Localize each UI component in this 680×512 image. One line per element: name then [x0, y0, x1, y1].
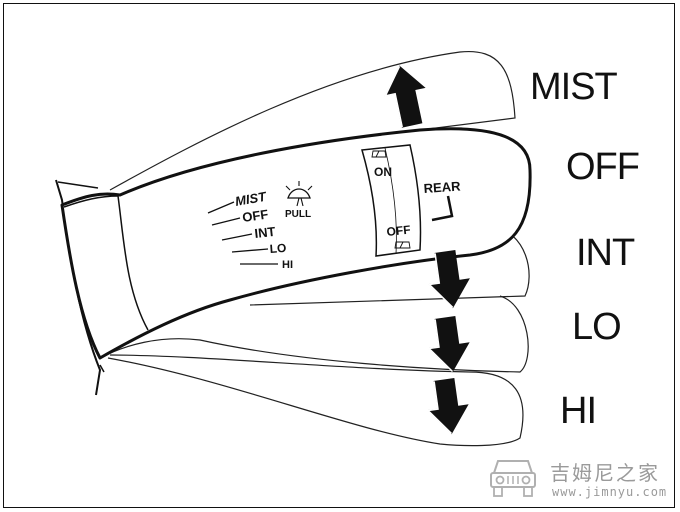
ghost-mist: [109, 50, 516, 191]
watermark: 吉姆尼之家 www.jimnyu.com: [488, 455, 670, 503]
ghost-lo: [99, 295, 529, 373]
stalk-label-off: OFF: [241, 206, 269, 224]
arrow-down-2: [427, 316, 470, 373]
watermark-url: www.jimnyu.com: [552, 485, 668, 499]
position-label-off: OFF: [566, 146, 640, 188]
rear-label-on: ON: [374, 165, 392, 179]
stalk-label-mist: MIST: [234, 189, 268, 209]
rear-ring: [361, 144, 422, 257]
watermark-name: 吉姆尼之家: [550, 461, 660, 485]
ghost-hi: [107, 354, 524, 447]
jeep-logo-icon: [490, 460, 536, 497]
rear-wiper-icon-on: [371, 150, 387, 158]
stalk-label-lo: LO: [269, 241, 287, 256]
rear-wiper-icon-off: [394, 241, 411, 249]
arrow-up: [384, 65, 426, 128]
rear-label-off: OFF: [386, 223, 411, 239]
stalk-label-hi: HI: [282, 259, 293, 271]
position-label-hi: HI: [560, 390, 597, 432]
diagram-frame: [3, 3, 675, 508]
arrow-down-1: [427, 250, 470, 309]
arrow-down-3: [426, 378, 469, 435]
stalk-label-int: INT: [254, 224, 276, 241]
washer-icon: [287, 188, 311, 199]
stalk-body: [60, 127, 532, 360]
rear-marker: [431, 195, 454, 222]
stalk-label-pull: PULL: [285, 209, 311, 220]
position-label-int: INT: [576, 232, 635, 274]
rear-label: REAR: [423, 178, 461, 196]
position-label-lo: LO: [572, 306, 622, 348]
position-label-mist: MIST: [530, 66, 618, 108]
